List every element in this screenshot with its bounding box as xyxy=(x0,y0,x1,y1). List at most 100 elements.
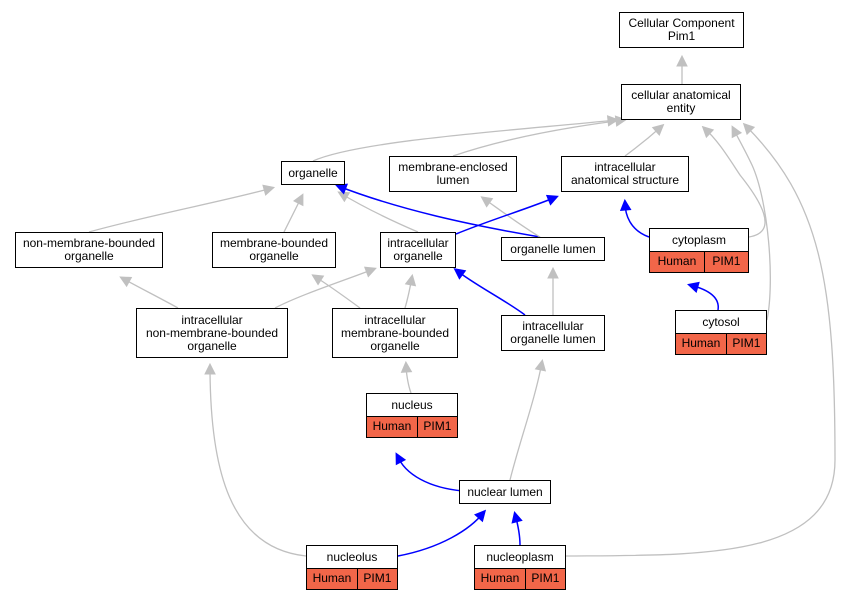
edge-inmbo-to-io xyxy=(274,266,377,309)
node-label: organelle xyxy=(282,162,344,184)
arrowhead-icon xyxy=(619,198,632,211)
edge-mbo-to-organelle xyxy=(283,193,304,233)
node-label-line: intracellular xyxy=(387,236,449,250)
annotation-gene: PIM1 xyxy=(703,252,748,272)
edge-nucleus-to-imbo xyxy=(400,360,413,394)
annotation-gene: PIM1 xyxy=(524,569,565,589)
annotation-gene: PIM1 xyxy=(725,334,766,354)
annotation-row: Human PIM1 xyxy=(650,251,748,272)
edge-io-to-organelle xyxy=(337,191,419,233)
node-label: nucleoplasm xyxy=(475,546,565,569)
arrowhead-icon xyxy=(400,360,413,373)
arrowhead-icon xyxy=(204,362,216,375)
arrowhead-icon xyxy=(547,266,559,279)
edge-line xyxy=(121,277,179,309)
node-label-line: cytoplasm xyxy=(671,233,727,247)
node-label-line: non-membrane-bounded xyxy=(22,236,156,250)
node-label: organelle lumen xyxy=(502,238,604,260)
arrowhead-icon xyxy=(731,125,743,139)
edge-line xyxy=(397,511,485,557)
node-label-line: organelle lumen xyxy=(510,332,596,346)
edge-line xyxy=(312,119,617,162)
edge-ol-to-mel xyxy=(480,196,541,238)
node-label-line: nucleoplasm xyxy=(486,550,554,564)
node-label-line: Cellular Component xyxy=(628,16,735,30)
node-label-line: nucleolus xyxy=(326,550,378,564)
node-organelle[interactable]: organelle xyxy=(281,161,345,185)
node-label-line: non-membrane-bounded xyxy=(145,325,279,340)
node-label: nucleus xyxy=(367,394,457,417)
annotation-row: Human PIM1 xyxy=(676,333,766,354)
annotation-species: Human xyxy=(372,419,412,433)
edge-line xyxy=(509,361,543,481)
edge-ias-to-cae xyxy=(624,123,665,157)
arrowhead-icon xyxy=(119,276,133,288)
edge-iol-to-io xyxy=(453,268,526,316)
annotation-species: Human xyxy=(657,254,697,268)
node-label-line: membrane-enclosed xyxy=(398,160,508,174)
edge-imbo-to-io xyxy=(404,273,417,309)
edge-imbo-to-mbo xyxy=(311,274,361,309)
edge-nucleoplasm-to-nl xyxy=(511,510,523,546)
edge-cytoplasm-to-ias xyxy=(619,198,650,238)
node-label-line: organelle xyxy=(64,249,114,263)
node-nl[interactable]: nuclear lumen xyxy=(459,480,551,504)
edge-nl-to-nucleus xyxy=(395,452,464,492)
node-label-line: nuclear lumen xyxy=(467,484,543,499)
node-label: cytosol xyxy=(676,311,766,334)
edge-line xyxy=(703,127,766,238)
edge-line xyxy=(732,127,771,321)
edge-iol-to-ol xyxy=(547,266,559,315)
edge-line xyxy=(396,454,464,492)
node-label-line: membrane-bounded xyxy=(340,325,450,340)
arrowhead-icon xyxy=(262,184,276,196)
node-label-line: organelle xyxy=(288,165,338,180)
arrowhead-icon xyxy=(687,281,700,293)
node-ol[interactable]: organelle lumen xyxy=(501,237,605,261)
edge-nucleoplasm-to-cae xyxy=(565,122,836,557)
node-label-line: lumen xyxy=(436,173,470,187)
annotation-species: Human xyxy=(681,336,721,350)
edge-cytosol-to-cae xyxy=(731,125,771,321)
edge-line xyxy=(209,365,307,557)
node-label-line: organelle xyxy=(393,249,443,263)
edge-line xyxy=(339,192,419,233)
arrowhead-icon xyxy=(534,358,547,372)
edge-line xyxy=(565,124,836,557)
arrowhead-icon xyxy=(474,509,487,523)
annotation-gene: PIM1 xyxy=(416,417,457,437)
annotation-row: Human PIM1 xyxy=(367,416,457,437)
edge-line xyxy=(455,269,526,316)
node-label-line: anatomical structure xyxy=(570,173,680,187)
edge-line xyxy=(274,268,375,309)
annotation-species: Human xyxy=(312,571,352,585)
edge-nl-to-iol xyxy=(509,358,547,481)
node-label: cytoplasm xyxy=(650,229,748,252)
edge-mel-to-cae xyxy=(452,115,628,157)
edge-line xyxy=(452,119,625,157)
arrowhead-icon xyxy=(404,273,417,287)
node-label-line: intracellular xyxy=(181,312,243,327)
